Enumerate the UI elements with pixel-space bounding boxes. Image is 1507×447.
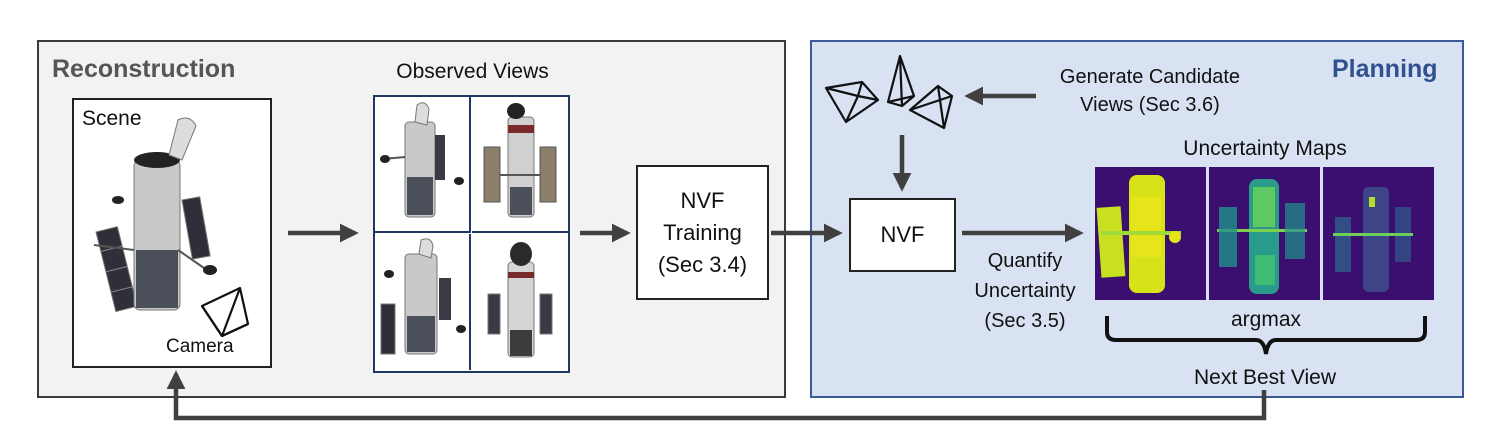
nvf-training-line-1: NVF [680, 188, 725, 213]
quantify-uncertainty-label: Quantify Uncertainty (Sec 3.5) [960, 246, 1090, 336]
argmax-brace [1105, 316, 1427, 355]
planning-title: Planning [1332, 55, 1438, 83]
quantify-line-2: Uncertainty [974, 280, 1076, 302]
camera-label: Camera [166, 336, 234, 357]
next-best-view-label: Next Best View [1193, 366, 1336, 389]
observed-view-4 [472, 234, 568, 370]
uncertainty-map-2 [1209, 167, 1320, 300]
candidate-camera-icon-3 [908, 84, 954, 130]
camera-frustum-icon [200, 286, 250, 338]
quantify-line-3: (Sec 3.5) [984, 310, 1066, 332]
reconstruction-title: Reconstruction [52, 55, 236, 83]
generate-candidate-views-label: Generate Candidate Views (Sec 3.6) [1020, 63, 1280, 119]
generate-line-2: Views (Sec 3.6) [1080, 94, 1220, 116]
uncertainty-map-1 [1095, 167, 1206, 300]
nvf-training-line-2: Training [663, 220, 742, 245]
candidate-camera-icon-1 [824, 80, 880, 124]
argmax-label: argmax [1230, 308, 1302, 331]
satellite-icon [380, 102, 464, 218]
observed-views-grid [373, 95, 570, 373]
nvf-label: NVF [880, 222, 925, 247]
generate-line-1: Generate Candidate [1059, 66, 1241, 88]
uncertainty-maps-title: Uncertainty Maps [1183, 137, 1347, 160]
nvf-box: NVF [849, 198, 956, 272]
observed-views-title: Observed Views [396, 60, 549, 83]
satellite-icon [487, 242, 553, 358]
observed-view-3 [375, 234, 471, 370]
quantify-line-1: Quantify [987, 250, 1063, 272]
candidate-camera-icon-2 [886, 54, 916, 108]
scene-label: Scene [82, 107, 142, 130]
scene-box [72, 98, 272, 368]
satellite-icon [483, 103, 557, 218]
uncertainty-map-3 [1323, 167, 1434, 300]
satellite-icon [380, 238, 466, 355]
arrow-feedback-loop [166, 370, 1267, 421]
nvf-training-box: NVF Training (Sec 3.4) [636, 165, 769, 300]
nvf-training-line-3: (Sec 3.4) [657, 252, 748, 277]
observed-view-2 [472, 97, 568, 233]
satellite-icon [93, 117, 217, 313]
observed-view-1 [375, 97, 471, 233]
